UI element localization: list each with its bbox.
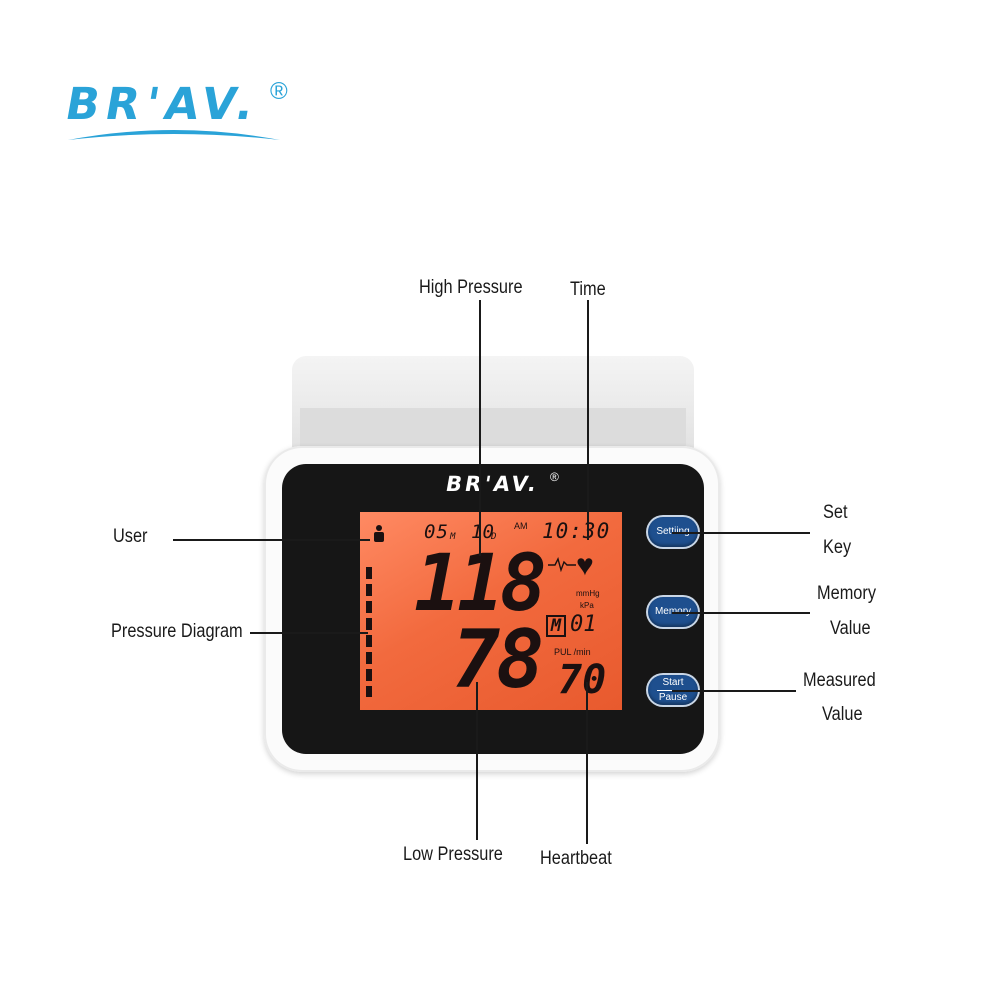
label-measured-value: Value — [822, 704, 863, 725]
lcd-screen — [360, 512, 622, 710]
label-set: Set — [823, 502, 848, 523]
lcd-unit-mmhg: mmHg — [576, 589, 600, 598]
lcd-diastolic-value: 78 — [452, 613, 544, 706]
label-key: Key — [823, 537, 852, 558]
leader-line-heartbeat — [586, 682, 588, 844]
pressure-diagram-bars — [366, 567, 372, 697]
label-low-pressure: Low Pressure — [403, 844, 503, 865]
leader-line-high-pressure — [479, 300, 481, 556]
lcd-unit-kpa: kPa — [580, 601, 594, 610]
lcd-ampm: AM — [514, 521, 528, 531]
lcd-time: 10:30 — [542, 519, 611, 543]
label-memory: Memory — [817, 583, 877, 604]
lcd-month: 05 — [424, 521, 449, 543]
label-high-pressure: High Pressure — [419, 277, 523, 298]
lcd-day: 10 — [471, 521, 494, 543]
label-user: User — [113, 526, 148, 547]
brand-swoosh — [68, 130, 280, 140]
leader-line-measured-value — [672, 690, 796, 692]
label-heartbeat: Heartbeat — [540, 848, 612, 869]
leader-line-memory-value — [672, 612, 810, 614]
device-logo: BR'AV. ® — [443, 470, 566, 502]
brand-registered-mark: ® — [270, 78, 288, 105]
leader-line-low-pressure — [476, 682, 478, 840]
brand-logo: BR'AV. ® — [62, 78, 298, 148]
lcd-pulse-label: PUL /min — [554, 647, 591, 657]
lcd-pulse-value: 70 — [558, 657, 607, 703]
device-logo-text: BR'AV. — [443, 472, 542, 496]
start-label: Start — [662, 677, 684, 688]
lcd-month-unit: M — [450, 532, 456, 542]
leader-line-user — [173, 539, 370, 541]
label-memory-value: Value — [830, 618, 871, 639]
device-registered-mark: ® — [550, 470, 559, 484]
leader-line-time — [587, 300, 589, 540]
heart-icon: ♥ — [576, 549, 594, 582]
brand-logo-text: BR'AV. — [61, 79, 264, 130]
leader-line-set-key — [672, 532, 810, 534]
person-icon — [374, 525, 384, 542]
label-measured: Measured — [803, 670, 876, 691]
pulse-wave-icon — [548, 557, 576, 572]
lcd-systolic-value: 118 — [414, 539, 547, 629]
label-pressure-diagram: Pressure Diagram — [111, 621, 243, 642]
lcd-day-unit: D — [491, 532, 497, 542]
pause-label: Pause — [658, 692, 688, 703]
leader-line-pressure-diagram — [250, 632, 368, 634]
lcd-memory-number: 01 — [570, 612, 597, 637]
label-time: Time — [570, 279, 606, 300]
lcd-memory-indicator: M — [546, 615, 566, 637]
